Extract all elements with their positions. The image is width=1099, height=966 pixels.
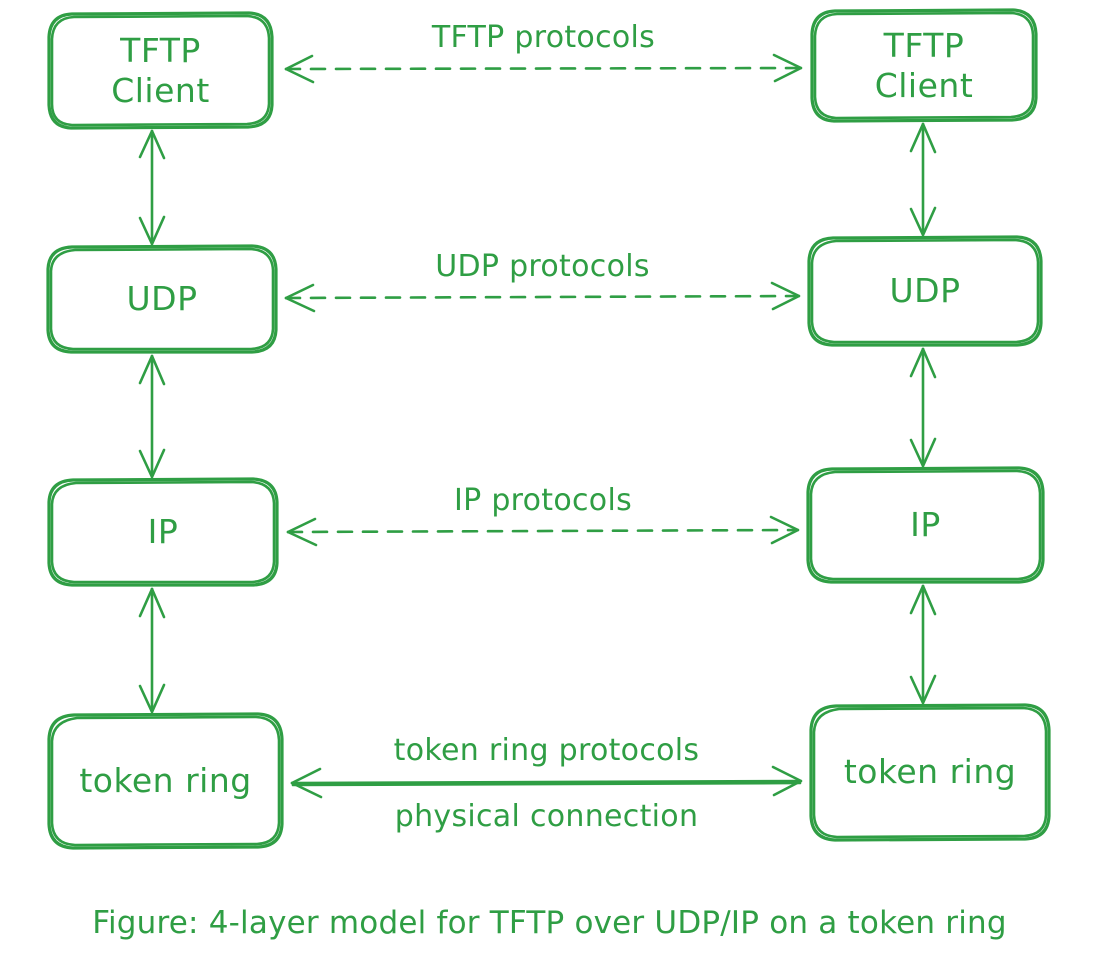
right-udp-ip-arrow-shape bbox=[909, 347, 937, 468]
right-ip-tokenring-arrow-shape bbox=[909, 584, 937, 705]
node-right-tftp-client[interactable]: TFTP Client bbox=[874, 25, 974, 105]
link-label-token-ring-protocols: token ring protocols bbox=[393, 733, 700, 768]
figure-caption: Figure: 4-layer model for TFTP over UDP/… bbox=[92, 905, 1007, 941]
link-label-udp-protocols: UDP protocols bbox=[435, 249, 650, 284]
node-right-ip[interactable]: IP bbox=[910, 504, 941, 544]
token-ring-protocols-arrow-shape bbox=[290, 765, 803, 799]
left-ip-box-shape bbox=[47, 477, 279, 587]
node-left-tftp-client[interactable]: TFTP Client bbox=[111, 30, 210, 110]
right-tftp-udp-arrow-shape bbox=[909, 122, 937, 237]
tftp-protocols-arrow-shape bbox=[284, 53, 803, 84]
left-udp-box-shape bbox=[46, 244, 278, 354]
link-label-physical-connection: physical connection bbox=[394, 799, 699, 834]
udp-protocols-arrow-shape bbox=[284, 281, 801, 313]
left-tftp-client-box-shape bbox=[47, 11, 274, 130]
link-label-tftp-protocols: TFTP protocols bbox=[431, 20, 656, 55]
node-right-udp[interactable]: UDP bbox=[889, 270, 961, 310]
right-token-ring-box-shape bbox=[809, 703, 1051, 842]
left-token-ring-box-shape bbox=[47, 712, 284, 850]
link-label-ip-protocols: IP protocols bbox=[453, 483, 633, 518]
left-ip-tokenring-arrow-shape bbox=[138, 587, 166, 714]
node-left-ip[interactable]: IP bbox=[147, 511, 179, 551]
ip-protocols-arrow-shape bbox=[286, 515, 800, 547]
left-udp-ip-arrow-shape bbox=[138, 354, 166, 479]
right-tftp-client-box-shape bbox=[810, 8, 1038, 123]
right-udp-box-shape bbox=[807, 235, 1043, 347]
node-left-token-ring[interactable]: token ring bbox=[79, 760, 252, 800]
left-tftp-udp-arrow-shape bbox=[138, 129, 166, 246]
right-ip-box-shape bbox=[806, 466, 1045, 584]
node-left-udp[interactable]: UDP bbox=[126, 278, 198, 318]
node-right-token-ring[interactable]: token ring bbox=[843, 752, 1017, 792]
